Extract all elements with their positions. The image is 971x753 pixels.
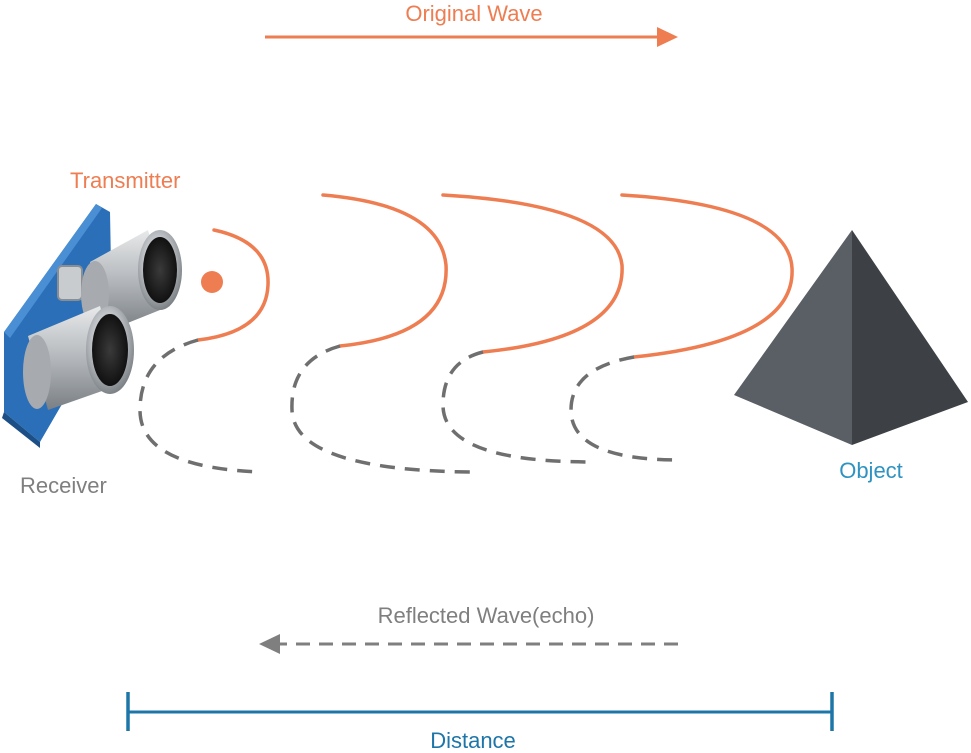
original-wave-front-4: [620, 193, 794, 359]
reflected-wave-arrow: [259, 634, 678, 654]
reflected-wave-front-2: [290, 344, 471, 474]
reflected-wave-label: Reflected Wave(echo): [378, 603, 595, 628]
original-wave-label: Original Wave: [405, 1, 542, 26]
original-wave-front-3: [441, 193, 624, 354]
ultrasonic-sensor-icon: [2, 204, 182, 448]
transmitter-can: [81, 230, 182, 330]
reflected-wave-front-1: [138, 338, 263, 474]
object-label: Object: [839, 458, 903, 483]
original-wave-front-2: [321, 193, 448, 348]
transmitter-label: Transmitter: [70, 168, 180, 193]
distance-bracket: [126, 692, 834, 731]
reflected-wave-front-3: [441, 350, 593, 464]
receiver-can: [23, 306, 134, 410]
transmitter-source-dot: [201, 271, 223, 293]
receiver-label: Receiver: [20, 473, 107, 498]
original-wave-front-1: [196, 228, 270, 342]
original-wave-arrow: [265, 27, 678, 47]
pyramid-icon: [734, 230, 968, 445]
reflected-wave-front-4: [569, 355, 681, 462]
distance-label: Distance: [430, 728, 516, 753]
